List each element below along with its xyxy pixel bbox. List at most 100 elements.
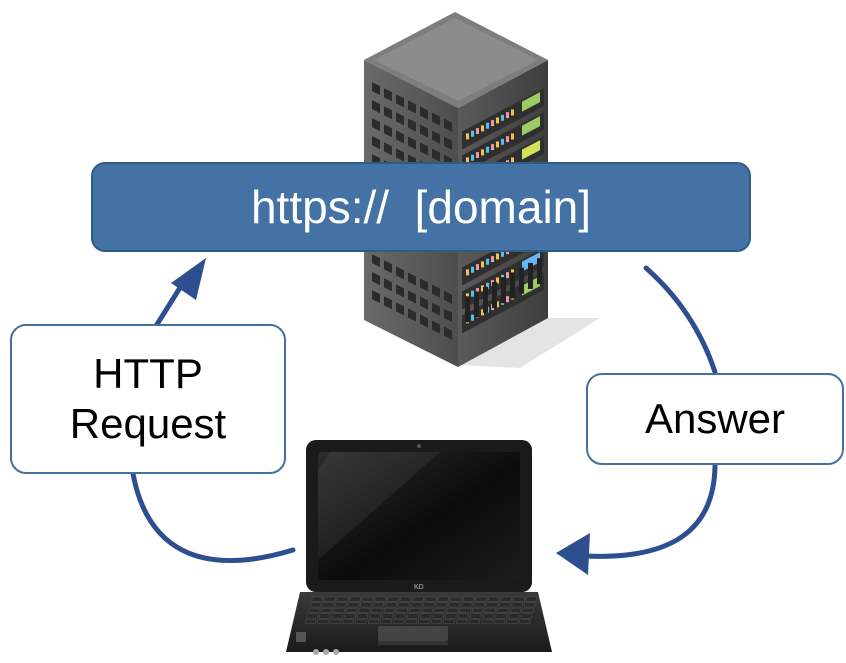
- keyboard-key: [398, 602, 410, 608]
- keyboard-key: [450, 596, 462, 602]
- status-led: [501, 114, 504, 121]
- keyboard-key: [425, 596, 437, 602]
- drive-slot: [420, 296, 428, 310]
- laptop-icon: KD: [286, 440, 552, 655]
- drive-label: [522, 140, 540, 160]
- status-led: [506, 296, 509, 303]
- drive-slot: [408, 136, 416, 150]
- drive-slot: [372, 100, 380, 114]
- keyboard-key: [497, 607, 509, 613]
- keyboard-key: [342, 619, 354, 625]
- keyboard-key: [385, 602, 397, 608]
- status-led: [501, 250, 504, 257]
- keyboard-key: [333, 607, 345, 613]
- status-led: [486, 282, 489, 289]
- drive-slot: [396, 112, 404, 126]
- keyboard-key: [495, 613, 507, 619]
- keyboard-key: [508, 613, 520, 619]
- keyboard-key: [519, 619, 531, 625]
- keyboard-key: [456, 619, 468, 625]
- keyboard-key: [347, 602, 359, 608]
- status-led: [506, 112, 509, 119]
- status-led: [506, 272, 509, 279]
- drive-slot: [420, 106, 428, 120]
- drive-slot: [372, 254, 380, 268]
- request-label-line1: HTTP: [93, 350, 203, 398]
- keyboard-key: [462, 596, 474, 602]
- drive-slot: [372, 118, 380, 132]
- keyboard-key: [472, 607, 484, 613]
- keyboard-key: [486, 602, 498, 608]
- vent-slot: [501, 277, 506, 304]
- keyboard-key: [349, 596, 361, 602]
- drive-slot: [444, 290, 452, 304]
- status-led: [491, 144, 494, 151]
- status-led: [471, 154, 474, 161]
- keyboard-key: [393, 619, 405, 625]
- keyboard-key: [304, 619, 316, 625]
- vent-slot: [474, 291, 479, 318]
- keyboard-key: [430, 619, 442, 625]
- drive-slot: [432, 284, 440, 298]
- vent-slot: [519, 267, 524, 294]
- drive-slot: [420, 278, 428, 292]
- request-label-line2: Request: [69, 400, 227, 447]
- http-request-label: HTTP Request: [10, 324, 286, 474]
- drive-slot: [396, 148, 404, 162]
- keyboard-key: [355, 619, 367, 625]
- status-led: [501, 138, 504, 145]
- keyboard-key: [306, 613, 318, 619]
- drive-slot: [384, 106, 392, 120]
- status-led: [471, 314, 474, 321]
- server-shadow: [460, 318, 600, 368]
- keyboard-key: [436, 602, 448, 608]
- drive-slot: [408, 308, 416, 322]
- drive-slot: [444, 118, 452, 132]
- vent-slot: [537, 258, 542, 285]
- vent-slot: [510, 272, 515, 299]
- keyboard-key: [410, 602, 422, 608]
- drive-slot: [408, 100, 416, 114]
- vent-slot: [528, 262, 533, 289]
- keyboard-key: [331, 613, 343, 619]
- drive-slot: [408, 272, 416, 286]
- keyboard-key: [358, 607, 370, 613]
- drive-slot: [372, 272, 380, 286]
- drive-slot: [420, 314, 428, 328]
- keyboard-key: [320, 607, 332, 613]
- status-led: [476, 128, 479, 135]
- answer-label-text: Answer: [644, 395, 786, 443]
- keyboard-key: [418, 619, 430, 625]
- keyboard-key: [446, 607, 458, 613]
- status-led: [506, 136, 509, 143]
- keyboard-key: [522, 607, 534, 613]
- drive-label: [522, 252, 540, 272]
- keyboard-key: [468, 619, 480, 625]
- keyboard-key: [470, 613, 482, 619]
- status-led: [481, 309, 484, 316]
- status-led: [481, 261, 484, 268]
- drive-slot: [444, 308, 452, 322]
- keyboard-key: [513, 596, 525, 602]
- drive-slot: [384, 142, 392, 156]
- keyboard-key: [373, 602, 385, 608]
- status-led: [486, 146, 489, 153]
- drive-slot: [432, 320, 440, 334]
- status-led: [511, 133, 514, 140]
- status-led: [481, 149, 484, 156]
- drive-slot: [384, 260, 392, 274]
- status-led: [496, 301, 499, 308]
- url-bar: https:// [domain]: [91, 162, 751, 252]
- status-led: [496, 117, 499, 124]
- drive-slot: [396, 130, 404, 144]
- drive-label: [522, 116, 540, 136]
- keyboard-key: [346, 607, 358, 613]
- drive-slot: [408, 118, 416, 132]
- status-led: [511, 157, 514, 164]
- keyboard-key: [344, 613, 356, 619]
- keyboard-key: [367, 619, 379, 625]
- status-led: [486, 122, 489, 129]
- keyboard-key: [448, 602, 460, 608]
- keyboard-key: [509, 607, 521, 613]
- keyboard-key: [335, 602, 347, 608]
